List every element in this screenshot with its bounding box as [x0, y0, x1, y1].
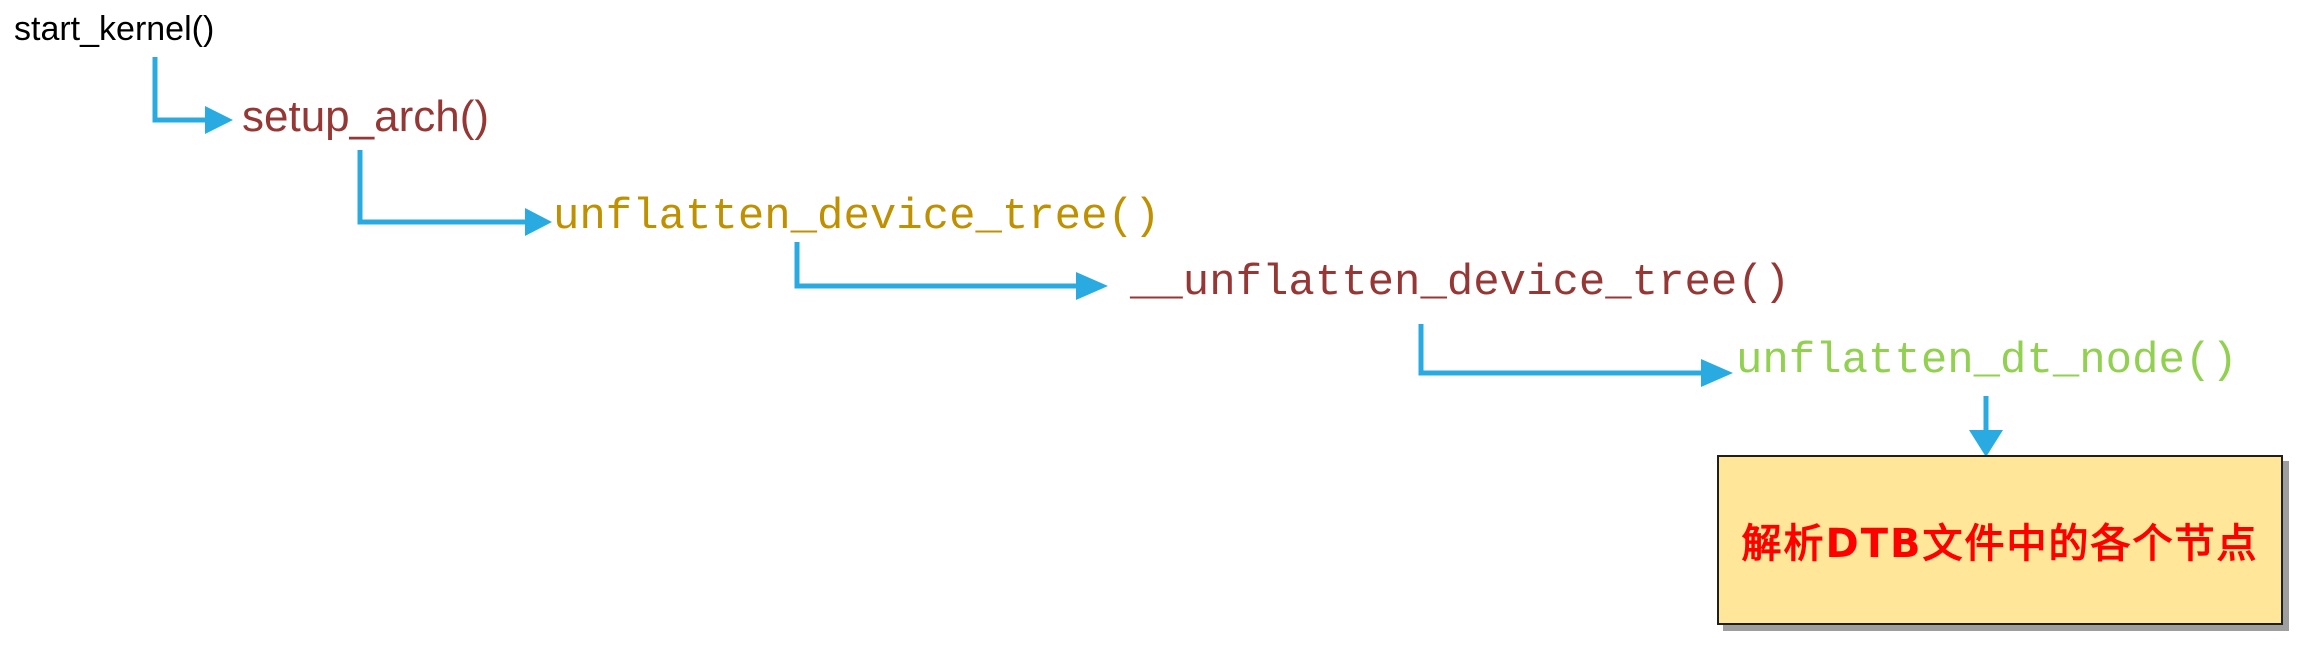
note-box-text: 解析DTB文件中的各个节点	[1741, 521, 2259, 567]
arrow-unflatten-dt-node-to-note-box	[1969, 396, 2003, 457]
node-start-kernel: start_kernel()	[14, 10, 215, 48]
node-unflatten-dt-node: unflatten_dt_node()	[1736, 336, 2238, 386]
node-setup-arch: setup_arch()	[242, 92, 490, 141]
arrow-setup-arch-to-unflatten-device-tree	[357, 150, 552, 236]
node-unflatten-device-tree: unflatten_device_tree()	[553, 192, 1161, 242]
arrow-start-kernel-to-setup-arch	[152, 57, 233, 134]
note-box: 解析DTB文件中的各个节点	[1717, 455, 2283, 625]
arrow-unflatten-device-tree-to-internal	[794, 242, 1108, 300]
node-unflatten-device-tree-internal: __unflatten_device_tree()	[1130, 258, 1791, 308]
arrow-internal-to-unflatten-dt-node	[1418, 324, 1733, 387]
